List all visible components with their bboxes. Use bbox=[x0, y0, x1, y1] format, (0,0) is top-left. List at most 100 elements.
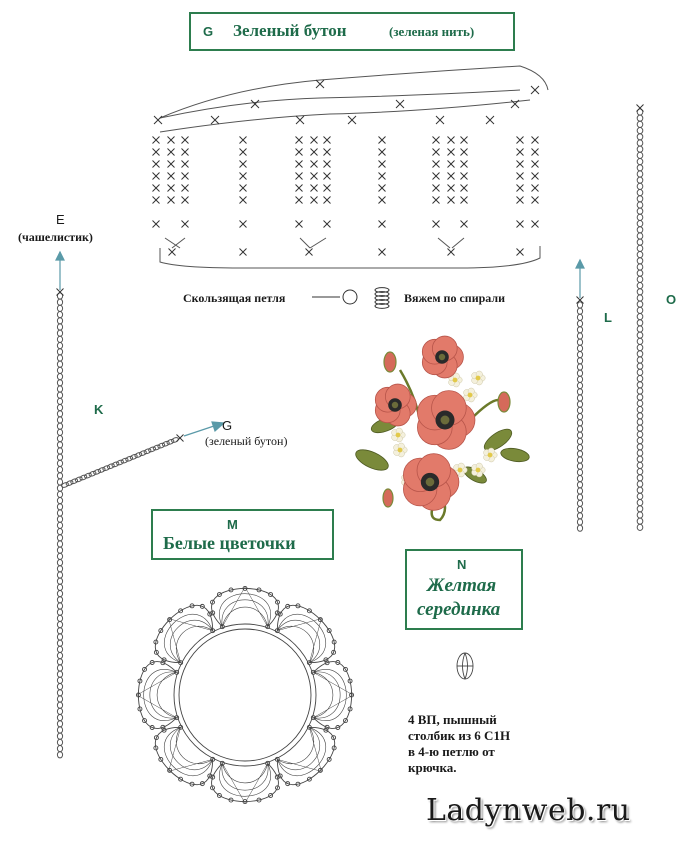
sc-stitch-mark bbox=[447, 248, 455, 256]
sc-stitch-mark bbox=[181, 220, 189, 228]
picot-chain bbox=[135, 660, 180, 730]
base-line bbox=[159, 246, 541, 269]
sc-stitch-mark bbox=[460, 184, 468, 192]
petal bbox=[310, 660, 355, 730]
spiral-label: Вяжем по спирали bbox=[404, 291, 506, 305]
sc-stitch-mark bbox=[378, 172, 386, 180]
sc-stitch-mark bbox=[432, 136, 440, 144]
sc-stitch-mark bbox=[181, 172, 189, 180]
sc-stitch-mark bbox=[432, 184, 440, 192]
spiral-icon bbox=[374, 287, 390, 309]
sc-stitch-mark bbox=[485, 115, 495, 125]
petal bbox=[153, 724, 216, 787]
sc-stitch-mark bbox=[239, 248, 247, 256]
chain-arc bbox=[159, 89, 521, 119]
poppy-flower bbox=[421, 335, 464, 379]
sc-stitch-mark bbox=[239, 196, 247, 204]
n-instruction-line: крючка. bbox=[408, 760, 457, 775]
chain-arc bbox=[159, 99, 531, 133]
section-n-title-box: N Желтая серединка bbox=[405, 549, 523, 630]
arrow-head bbox=[211, 421, 226, 433]
picot-chain bbox=[210, 585, 280, 630]
white-flower bbox=[391, 427, 406, 443]
section-g-subtitle: (зеленая нить) bbox=[389, 24, 475, 39]
sc-stitch-mark bbox=[432, 172, 440, 180]
sc-stitch-mark bbox=[447, 148, 455, 156]
sc-stitch-mark bbox=[516, 248, 524, 256]
sc-stitch-mark bbox=[168, 248, 176, 256]
sc-stitch-mark bbox=[310, 136, 318, 144]
sc-stitch-mark bbox=[516, 196, 524, 204]
sc-stitch-mark bbox=[210, 115, 220, 125]
sc-stitch-mark bbox=[152, 160, 160, 168]
arrow-head bbox=[55, 250, 65, 261]
chain-column bbox=[56, 292, 64, 759]
sc-stitch-mark bbox=[167, 184, 175, 192]
sc-stitch-mark bbox=[432, 148, 440, 156]
sc-stitch-mark bbox=[295, 196, 303, 204]
center-ring bbox=[173, 623, 317, 767]
join-stroke bbox=[437, 237, 451, 249]
sc-stitch-mark bbox=[323, 196, 331, 204]
poppy-bouquet-photo bbox=[355, 335, 530, 522]
poppy-bud bbox=[497, 391, 511, 413]
section-g-ref-letter: G bbox=[222, 418, 233, 433]
arrow-head bbox=[575, 258, 585, 269]
sc-stitch-mark bbox=[181, 136, 189, 144]
sc-stitch-mark bbox=[323, 136, 331, 144]
slip-loop-icon bbox=[342, 289, 358, 305]
join-stroke bbox=[299, 237, 311, 249]
leaf bbox=[500, 447, 530, 463]
sc-stitch-mark bbox=[239, 184, 247, 192]
sc-stitch-mark bbox=[531, 196, 539, 204]
sc-stitch-mark bbox=[460, 220, 468, 228]
sc-stitch-mark bbox=[460, 196, 468, 204]
sc-stitch-mark bbox=[250, 99, 260, 109]
join-stroke bbox=[451, 237, 465, 249]
sc-stitch-mark bbox=[378, 148, 386, 156]
sc-stitch-mark bbox=[181, 196, 189, 204]
section-o-letter: O bbox=[666, 292, 677, 307]
section-m-letter: M bbox=[227, 517, 238, 532]
n-instruction-line: 4 ВП, пышный bbox=[408, 712, 497, 727]
sc-stitch-mark bbox=[305, 248, 313, 256]
sc-stitch-mark bbox=[239, 148, 247, 156]
sc-stitch-mark bbox=[516, 148, 524, 156]
picot-chain bbox=[274, 724, 337, 787]
poppy-bud bbox=[382, 488, 394, 508]
chain-column bbox=[576, 301, 584, 532]
sc-stitch-mark bbox=[447, 184, 455, 192]
watermark: Ladynweb.ru bbox=[426, 793, 631, 828]
sc-stitch-mark bbox=[447, 160, 455, 168]
white-flower bbox=[471, 370, 486, 386]
picot-chain bbox=[310, 660, 355, 730]
section-m-title: Белые цветочки bbox=[163, 533, 296, 553]
section-n-title-line1: Желтая bbox=[427, 575, 497, 596]
sc-stitch-mark bbox=[460, 148, 468, 156]
sc-stitch-mark bbox=[295, 160, 303, 168]
sc-stitch-mark bbox=[323, 172, 331, 180]
sc-stitch-mark bbox=[310, 148, 318, 156]
chain-column bbox=[636, 108, 644, 532]
sc-stitch-mark bbox=[323, 184, 331, 192]
center-ring bbox=[178, 628, 312, 762]
sc-stitch-mark bbox=[295, 148, 303, 156]
sc-stitch-mark bbox=[378, 196, 386, 204]
sc-stitch-mark bbox=[378, 160, 386, 168]
sc-stitch-mark bbox=[295, 115, 305, 125]
sc-stitch-mark bbox=[531, 160, 539, 168]
sc-stitch-mark bbox=[347, 115, 357, 125]
sc-stitch-mark bbox=[310, 160, 318, 168]
sc-stitch-mark bbox=[460, 172, 468, 180]
petal bbox=[274, 603, 337, 666]
poppy-bud bbox=[383, 351, 397, 373]
sc-stitch-mark bbox=[531, 148, 539, 156]
sc-stitch-mark bbox=[516, 172, 524, 180]
sc-stitch-mark bbox=[295, 172, 303, 180]
sc-stitch-mark bbox=[516, 136, 524, 144]
poppy-flower bbox=[374, 383, 417, 427]
sc-stitch-mark bbox=[152, 184, 160, 192]
puff-stitch-icon bbox=[456, 652, 474, 680]
petal bbox=[210, 585, 280, 630]
sc-stitch-mark bbox=[460, 160, 468, 168]
